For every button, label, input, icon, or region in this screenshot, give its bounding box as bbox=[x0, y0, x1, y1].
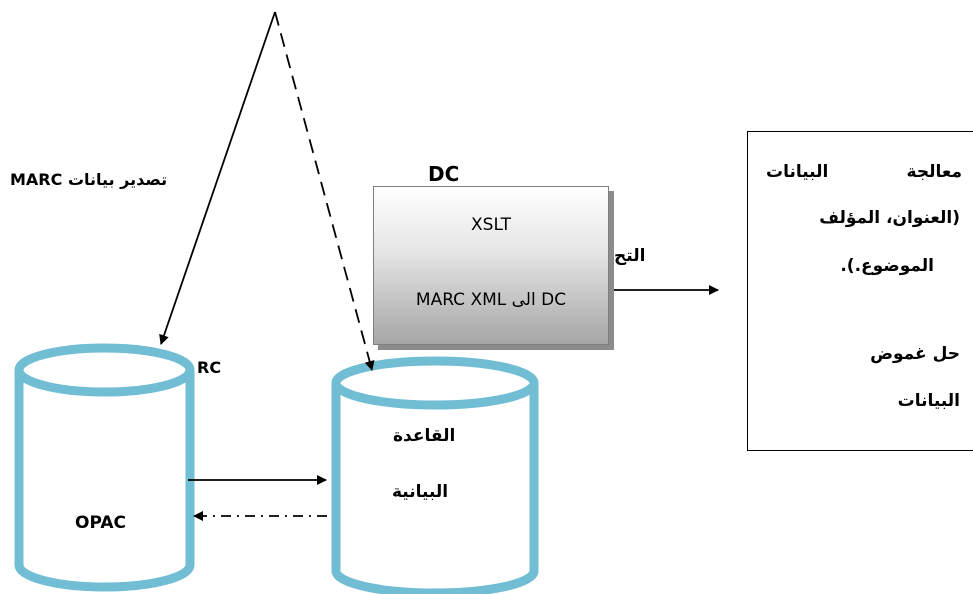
ambiguity-line-2: البيانات bbox=[897, 391, 960, 411]
processing-line-1: معالجة البيانات bbox=[766, 162, 962, 182]
opac-cylinder bbox=[14, 343, 195, 592]
xslt-description: MARC XML الى DC bbox=[415, 290, 567, 310]
data-word: البيانات bbox=[766, 162, 829, 182]
xslt-title: XSLT bbox=[471, 215, 511, 235]
database-label-line-2: البيانية bbox=[392, 482, 449, 502]
database-cylinder bbox=[331, 356, 539, 594]
transform-partial-label: التح bbox=[614, 246, 646, 266]
export-arrow bbox=[159, 11, 276, 345]
processing-line-2: (العنوان، المؤلف bbox=[819, 208, 960, 228]
marc-partial-label: RC bbox=[197, 358, 222, 377]
database-label-line-1: القاعدة bbox=[393, 426, 456, 446]
export-marc-label: تصدير بيانات MARC bbox=[10, 170, 168, 189]
ambiguity-line-1: حل غموض bbox=[870, 344, 960, 364]
dc-label: DC bbox=[428, 162, 460, 186]
xslt-process-box: XSLT MARC XML الى DC bbox=[373, 186, 609, 345]
data-processing-box: معالجة البيانات (العنوان، المؤلف الموضوع… bbox=[747, 131, 973, 451]
processing-word: معالجة bbox=[906, 162, 962, 182]
opac-label: OPAC bbox=[75, 513, 126, 533]
processing-line-3: الموضوع.). bbox=[840, 256, 934, 276]
dashed-arrow-to-database bbox=[274, 11, 375, 371]
